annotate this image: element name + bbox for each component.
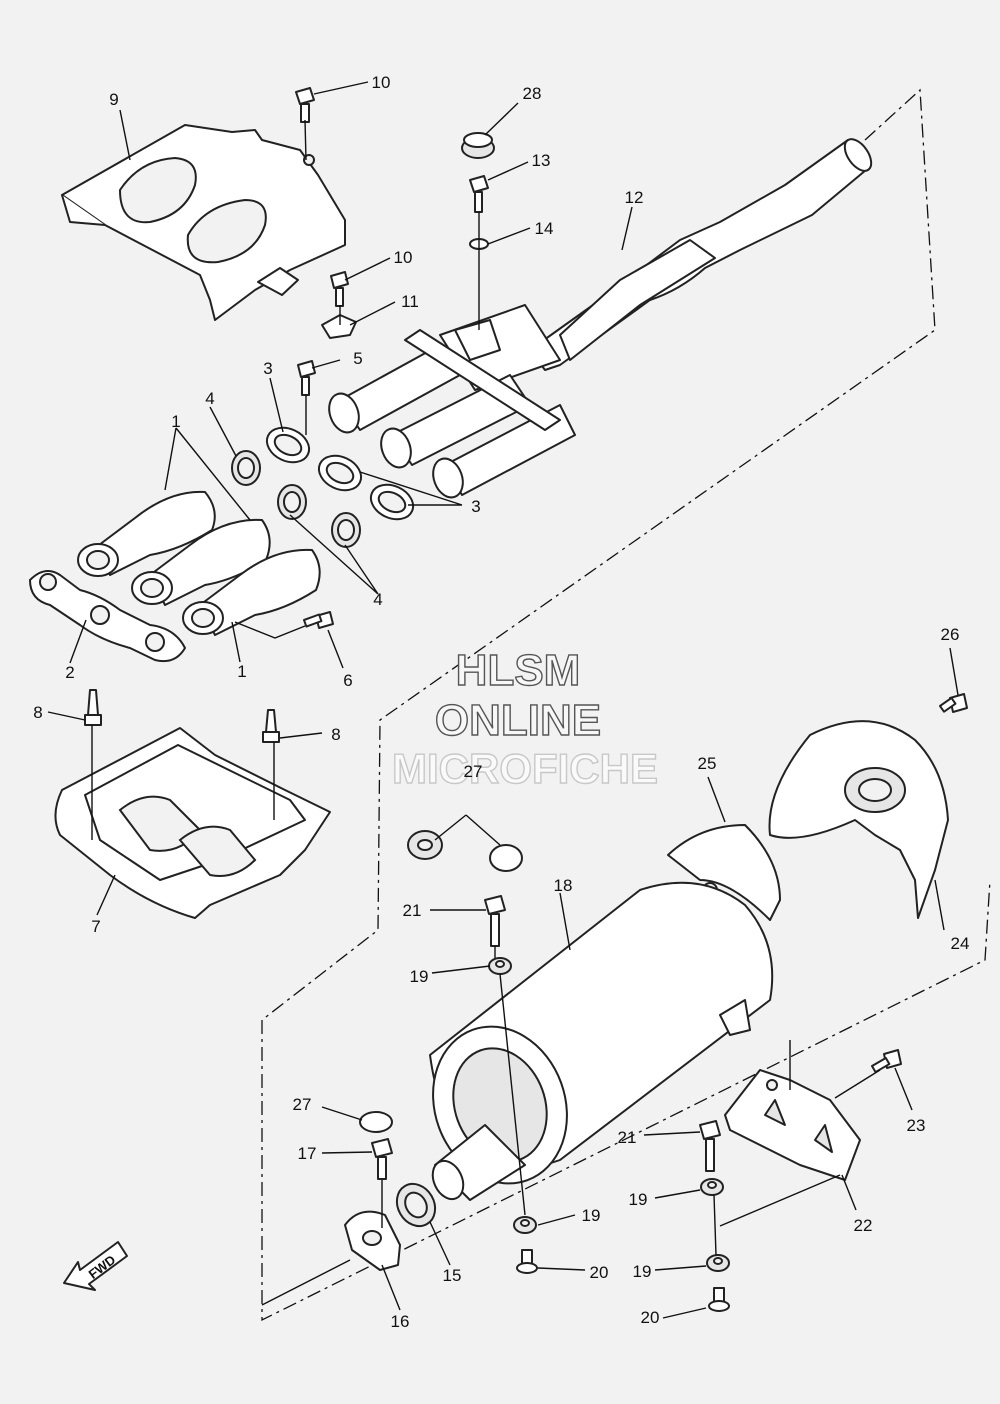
bolt-26[interactable] <box>939 693 968 713</box>
callout-1-upper: 1 <box>171 412 180 431</box>
muffler-bracket[interactable] <box>724 1069 861 1181</box>
muffler-end-cover[interactable] <box>768 720 949 919</box>
collar-19-left[interactable] <box>513 1216 537 1234</box>
callout-7: 7 <box>91 917 100 936</box>
rubber-grommet-27[interactable] <box>407 830 443 860</box>
callout-3-upper: 3 <box>263 359 272 378</box>
rubber-cap-27-lower[interactable] <box>359 1111 393 1133</box>
leader-lines <box>47 81 959 1319</box>
callout-15: 15 <box>443 1266 462 1285</box>
bolt-23[interactable] <box>871 1049 902 1074</box>
callout-16: 16 <box>391 1312 410 1331</box>
callout-10-lower: 10 <box>394 248 413 267</box>
callout-27-lower: 27 <box>293 1095 312 1114</box>
gasket-ring-3[interactable] <box>331 512 361 548</box>
callout-4-lower: 4 <box>373 590 382 609</box>
bolt-21-lower[interactable] <box>699 1120 721 1172</box>
callout-labels: 1 1 2 3 3 4 4 5 6 7 8 8 9 10 10 11 12 13… <box>33 73 969 1331</box>
collar-bolt-20-left[interactable] <box>516 1249 538 1274</box>
callout-20-right: 20 <box>641 1308 660 1327</box>
clip-nut[interactable] <box>321 314 357 339</box>
callout-14: 14 <box>535 219 554 238</box>
watermark-line-2: ONLINE <box>435 696 601 745</box>
callout-21-lower: 21 <box>618 1128 637 1147</box>
lower-heat-shield[interactable] <box>54 727 331 919</box>
rivet-8-left[interactable] <box>84 689 102 726</box>
gasket-ring-1[interactable] <box>231 450 261 486</box>
rubber-cap-28[interactable] <box>461 132 495 159</box>
callout-18: 18 <box>554 876 573 895</box>
pipe-clamp-upper[interactable] <box>261 421 314 469</box>
collar-19-right-lower[interactable] <box>706 1254 730 1272</box>
callout-6: 6 <box>343 671 352 690</box>
callout-28: 28 <box>523 84 542 103</box>
bolt-5[interactable] <box>297 360 316 396</box>
bolt-10-lower[interactable] <box>330 271 349 307</box>
upper-heat-shield[interactable] <box>61 124 346 321</box>
bolt-13[interactable] <box>469 175 489 213</box>
collar-19-right-upper[interactable] <box>700 1178 724 1196</box>
callout-12: 12 <box>625 188 644 207</box>
rubber-cap-27-upper[interactable] <box>489 844 523 872</box>
watermark-line-1: HLSM <box>456 646 581 695</box>
callout-2: 2 <box>65 663 74 682</box>
gasket-ring-2[interactable] <box>277 484 307 520</box>
bolt-17[interactable] <box>371 1138 393 1180</box>
callout-27-upper: 27 <box>464 762 483 781</box>
callout-8-left: 8 <box>33 703 42 722</box>
section-boundary <box>261 88 991 1322</box>
callout-5: 5 <box>353 349 362 368</box>
callout-20-left: 20 <box>590 1263 609 1282</box>
callout-19-upper: 19 <box>410 967 429 986</box>
callout-25: 25 <box>698 754 717 773</box>
callout-19-right-lower: 19 <box>633 1262 652 1281</box>
callout-19-middle: 19 <box>582 1206 601 1225</box>
callout-22: 22 <box>854 1216 873 1235</box>
callout-24: 24 <box>951 934 970 953</box>
callout-17: 17 <box>298 1144 317 1163</box>
exhaust-joint-3[interactable] <box>182 548 321 636</box>
watermark-line-3: MICROFICHE <box>392 745 658 792</box>
exhaust-pipe-assembly[interactable] <box>324 135 877 502</box>
callout-11: 11 <box>401 292 419 311</box>
callout-9: 9 <box>109 90 118 109</box>
muffler[interactable] <box>412 881 774 1204</box>
callout-4-upper: 4 <box>205 389 214 408</box>
callout-13: 13 <box>532 151 551 170</box>
callout-26: 26 <box>941 625 960 644</box>
collar-bolt-20-right[interactable] <box>708 1287 730 1312</box>
forward-direction-arrow: FWD <box>63 1241 128 1291</box>
watermark: HLSM ONLINE MICROFICHE <box>391 645 658 792</box>
bolt-6[interactable] <box>303 611 334 629</box>
callout-3-lower: 3 <box>471 497 480 516</box>
exhaust-gasket-plate[interactable] <box>29 570 186 663</box>
callout-21-upper: 21 <box>403 901 422 920</box>
callout-8-right: 8 <box>331 725 340 744</box>
muffler-clamp[interactable] <box>344 1210 401 1271</box>
bolt-10-upper[interactable] <box>295 87 315 123</box>
bolt-21-upper[interactable] <box>484 895 506 947</box>
exhaust-joint-2[interactable] <box>131 518 271 606</box>
pipe-clamp-middle[interactable] <box>313 449 366 497</box>
callout-1-lower: 1 <box>237 662 246 681</box>
callout-23: 23 <box>907 1116 926 1135</box>
rivet-8-right[interactable] <box>262 709 280 743</box>
callout-10-upper: 10 <box>372 73 391 92</box>
pipe-clamp-lower[interactable] <box>365 478 418 526</box>
exhaust-joint-1[interactable] <box>77 490 216 577</box>
callout-19-right-upper: 19 <box>629 1190 648 1209</box>
muffler-gasket[interactable] <box>389 1177 442 1233</box>
collar-19-upper[interactable] <box>488 957 512 975</box>
